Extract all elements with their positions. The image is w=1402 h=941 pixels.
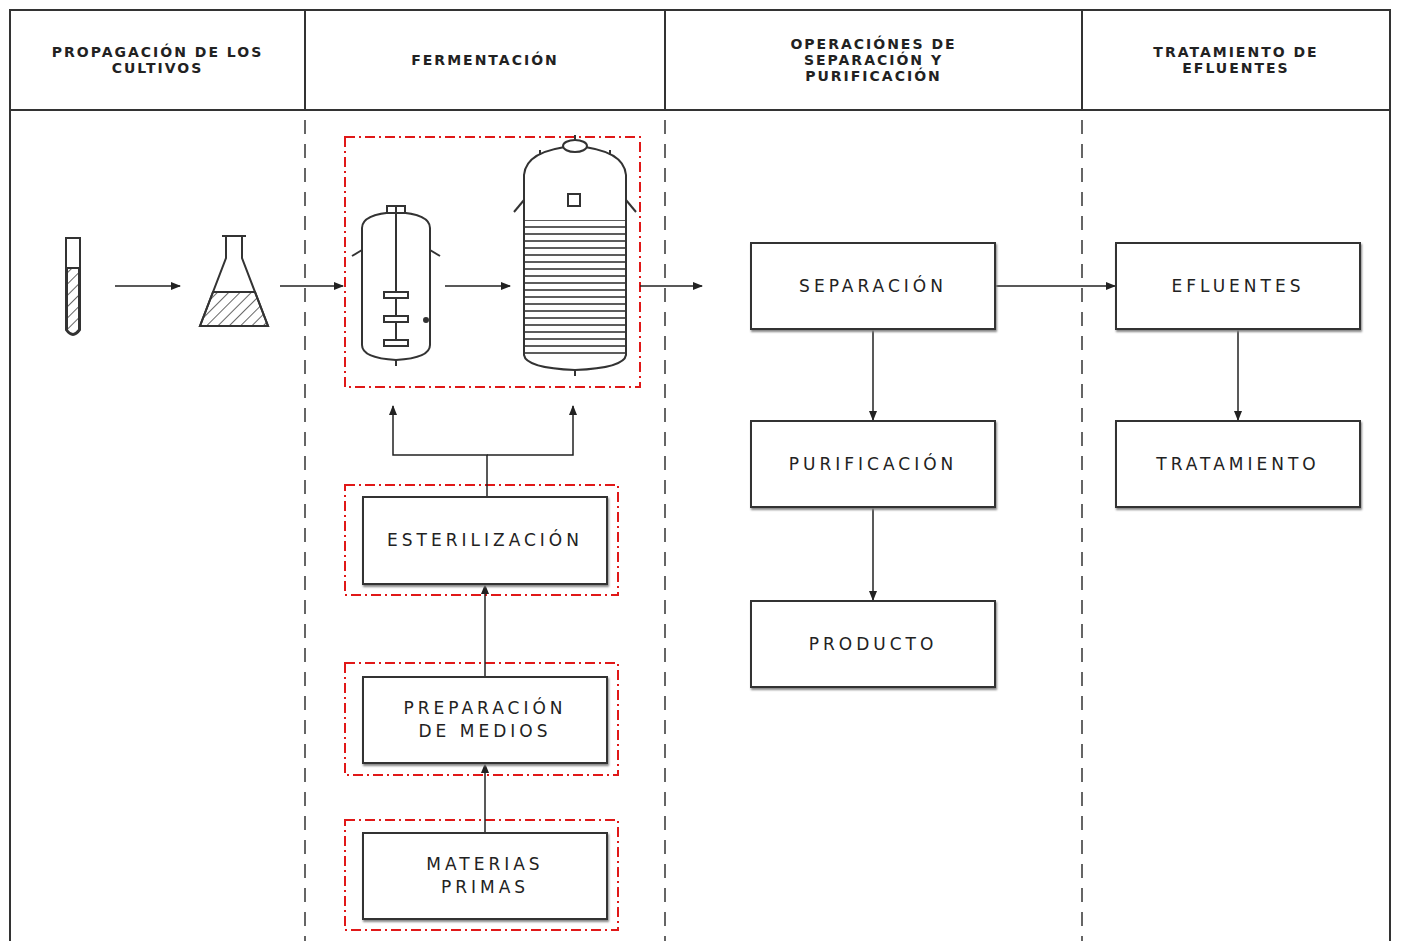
- header-text: OPERACIÓNES DE SEPARACIÓN Y PURIFICACIÓN: [744, 36, 1004, 84]
- table-frame: [10, 10, 1390, 941]
- box-label: EFLUENTES: [1172, 275, 1305, 298]
- box-label: TRATAMIENTO: [1156, 453, 1319, 476]
- flow-arrow: [115, 286, 702, 496]
- header-text: PROPAGACIÓN DE LOS CULTIVOS: [38, 44, 278, 76]
- header-text: TRATAMIENTO DE EFLUENTES: [1116, 44, 1356, 76]
- box-label: PURIFICACIÓN: [789, 453, 958, 476]
- flow-arrow: [484, 764, 486, 832]
- column-header: PROPAGACIÓN DE LOS CULTIVOS: [12, 12, 303, 108]
- process-box: EFLUENTES: [1115, 242, 1361, 330]
- header-text: FERMENTACIÓN: [411, 52, 559, 68]
- red-dashed-outline: [345, 137, 640, 930]
- process-box: PURIFICACIÓN: [750, 420, 996, 508]
- seed-fermenter: [352, 206, 440, 366]
- flow-arrow: [872, 330, 874, 420]
- process-box: PRODUCTO: [750, 600, 996, 688]
- box-label: PREPARACIÓN DE MEDIOS: [390, 697, 580, 743]
- flow-arrow: [1237, 330, 1239, 420]
- box-label: ESTERILIZACIÓN: [387, 529, 583, 552]
- box-label: SEPARACIÓN: [799, 275, 947, 298]
- process-box: TRATAMIENTO: [1115, 420, 1361, 508]
- test-tube: [66, 238, 80, 335]
- flow-arrow: [872, 508, 874, 600]
- box-label: PRODUCTO: [809, 633, 938, 656]
- process-box: PREPARACIÓN DE MEDIOS: [362, 676, 608, 764]
- column-header: FERMENTACIÓN: [307, 12, 663, 108]
- process-box: SEPARACIÓN: [750, 242, 996, 330]
- column-header: TRATAMIENTO DE EFLUENTES: [1084, 12, 1388, 108]
- production-fermenter: [514, 135, 636, 376]
- process-box: ESTERILIZACIÓN: [362, 496, 608, 585]
- flow-arrow: [996, 285, 1115, 287]
- flow-arrow: [484, 585, 486, 676]
- column-header: OPERACIÓNES DE SEPARACIÓN Y PURIFICACIÓN: [667, 12, 1080, 108]
- flask: [200, 236, 268, 326]
- box-label: MATERIAS PRIMAS: [390, 853, 580, 899]
- process-box: MATERIAS PRIMAS: [362, 832, 608, 920]
